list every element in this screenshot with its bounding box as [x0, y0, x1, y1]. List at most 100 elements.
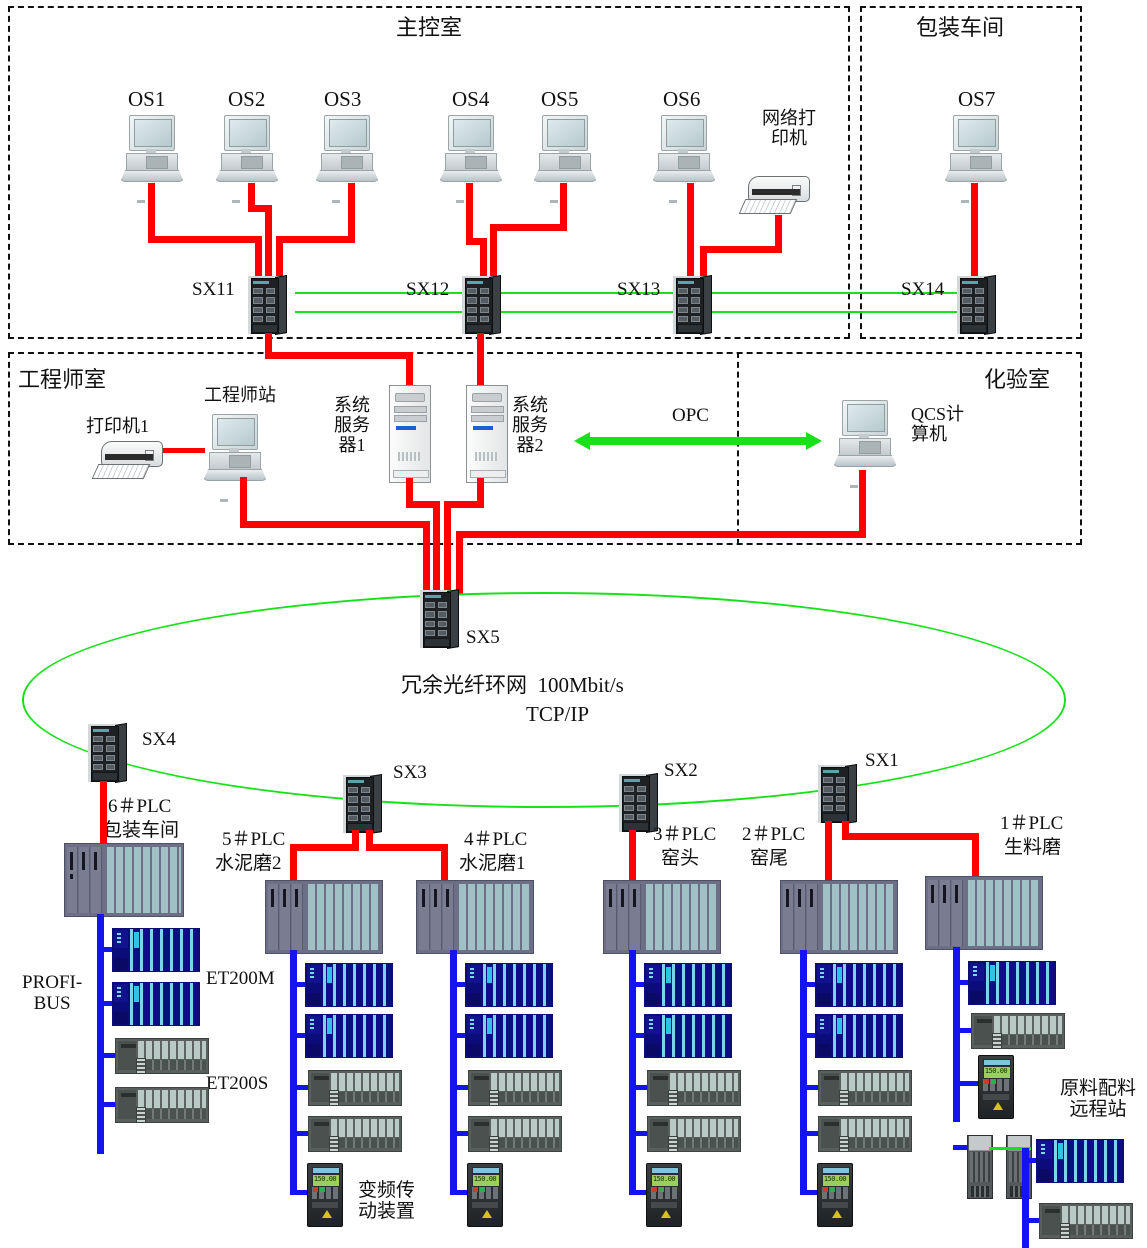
cable-os4-sx12-v2 — [480, 238, 487, 280]
vfd-3[interactable]: 150.00 — [646, 1163, 682, 1227]
switch-sx11[interactable] — [248, 274, 287, 336]
cable-server1-down-h — [406, 501, 436, 508]
vfd-display-value: 150.00 — [652, 1175, 676, 1183]
cable-sx3-h-right — [366, 844, 448, 851]
et200s-2-1[interactable] — [818, 1070, 912, 1106]
profibus-stub-1-2 — [953, 1028, 975, 1033]
workstation-os6[interactable] — [652, 115, 716, 203]
label-packaging-shop: 包装车间 — [916, 15, 1005, 40]
label-plc2-area: 窑尾 — [750, 848, 789, 869]
plc-rack-6[interactable] — [64, 843, 184, 917]
cable-engstation-h — [240, 521, 430, 528]
et200m-remote-1[interactable] — [1036, 1139, 1124, 1183]
switch-sx5[interactable] — [420, 588, 459, 650]
et200m-1-1[interactable] — [968, 961, 1056, 1005]
cable-sx3-h-left — [290, 844, 359, 851]
switch-sx3[interactable] — [343, 773, 382, 835]
monitor-icon — [448, 115, 494, 151]
profibus-stub-2-5 — [800, 1190, 822, 1195]
et200m-4-2[interactable] — [465, 1014, 553, 1058]
et200m-6-2[interactable] — [112, 982, 200, 1026]
switch-sx1[interactable] — [818, 763, 857, 825]
profibus-stub-3-2 — [629, 1033, 651, 1038]
et200m-2-2[interactable] — [815, 1014, 903, 1058]
workstation-os2[interactable] — [215, 115, 279, 203]
workstation-os4[interactable] — [439, 115, 503, 203]
profibus-stub-2-1 — [800, 982, 822, 987]
switch-sx4[interactable] — [88, 722, 127, 784]
profibus-stub-4-3 — [450, 1085, 472, 1090]
network-printer-icon[interactable] — [738, 172, 814, 218]
label-plc2-number: 2＃PLC — [742, 824, 806, 845]
plc-rack-2[interactable] — [780, 880, 898, 954]
label-sx13: SX13 — [617, 279, 661, 300]
workstation-os7[interactable] — [944, 115, 1008, 203]
label-sx1: SX1 — [865, 750, 899, 771]
cable-os2-sx11 — [248, 183, 255, 211]
et200m-3-1[interactable] — [644, 963, 732, 1007]
vfd-1[interactable]: 150.00 — [978, 1055, 1014, 1119]
switch-sx13[interactable] — [673, 274, 712, 336]
et200s-remote-1[interactable] — [1039, 1203, 1133, 1239]
plc-rack-3[interactable] — [603, 880, 721, 954]
profibus-stub-2-2 — [800, 1033, 822, 1038]
et200s-3-2[interactable] — [647, 1116, 741, 1152]
profibus-stub-remote-2 — [1022, 1218, 1044, 1223]
label-os4: OS4 — [452, 87, 490, 111]
cable-qcs-to-sx5 — [456, 531, 463, 594]
et200m-6-1[interactable] — [112, 928, 200, 972]
profibus-stub-4-1 — [450, 982, 472, 987]
switch-sx2[interactable] — [619, 772, 658, 834]
label-vfd: 变频传 动装置 — [358, 1180, 416, 1223]
switch-sx14[interactable] — [957, 274, 996, 336]
workstation-os1[interactable] — [120, 115, 184, 203]
cable-sx3-plc5 — [290, 844, 297, 880]
switch-sx12[interactable] — [462, 274, 501, 336]
et200m-2-1[interactable] — [815, 963, 903, 1007]
room-control-room — [8, 6, 850, 339]
workstation-engineer-station[interactable] — [203, 414, 267, 502]
label-plc1-area: 生料磨 — [1004, 837, 1062, 858]
cable-server2-to-sx5 — [444, 501, 451, 594]
et200s-3-1[interactable] — [647, 1070, 741, 1106]
label-os6: OS6 — [663, 87, 701, 111]
cable-printer-sx13-v2 — [700, 246, 707, 280]
plc-rack-4[interactable] — [416, 880, 534, 954]
et200m-5-2[interactable] — [305, 1014, 393, 1058]
cable-os3-sx11-v2 — [276, 236, 283, 280]
system-server-1[interactable] — [389, 385, 431, 483]
plc-rack-5[interactable] — [265, 880, 383, 954]
profibus-stub-6-4 — [97, 1102, 119, 1107]
profibus-trunk-plc2 — [800, 950, 807, 1195]
workstation-os3[interactable] — [315, 115, 379, 203]
cable-sx11-to-server1-h — [265, 352, 413, 359]
workstation-os5[interactable] — [533, 115, 597, 203]
monitor-icon — [129, 115, 175, 151]
et200s-2-2[interactable] — [818, 1116, 912, 1152]
et200s-6-2[interactable] — [115, 1087, 209, 1123]
link-coupler-a[interactable] — [967, 1135, 993, 1199]
cable-server2-down-h — [444, 501, 484, 508]
plc-rack-1[interactable] — [925, 876, 1043, 950]
cable-os3-sx11-h — [276, 236, 355, 243]
vfd-4[interactable]: 150.00 — [467, 1163, 503, 1227]
label-network-printer: 网络打 印机 — [762, 108, 816, 149]
system-server-2[interactable] — [466, 385, 508, 483]
printer1-icon[interactable] — [91, 437, 167, 483]
et200s-1-1[interactable] — [971, 1013, 1065, 1049]
et200s-4-1[interactable] — [468, 1070, 562, 1106]
vfd-2[interactable]: 150.00 — [817, 1163, 853, 1227]
label-plc1-number: 1＃PLC — [1000, 813, 1064, 834]
workstation-qcs-computer[interactable] — [833, 400, 897, 488]
et200s-6-1[interactable] — [115, 1038, 209, 1074]
et200s-5-2[interactable] — [308, 1116, 402, 1152]
vfd-5[interactable]: 150.00 — [307, 1163, 343, 1227]
et200m-3-2[interactable] — [644, 1014, 732, 1058]
et200m-5-1[interactable] — [305, 963, 393, 1007]
et200s-5-1[interactable] — [308, 1070, 402, 1106]
cable-os7-sx14 — [971, 183, 978, 280]
label-remote-station: 原料配料 远程站 — [1060, 1078, 1137, 1121]
fiber-trunk-upper — [295, 292, 967, 294]
et200s-4-2[interactable] — [468, 1116, 562, 1152]
et200m-4-1[interactable] — [465, 963, 553, 1007]
